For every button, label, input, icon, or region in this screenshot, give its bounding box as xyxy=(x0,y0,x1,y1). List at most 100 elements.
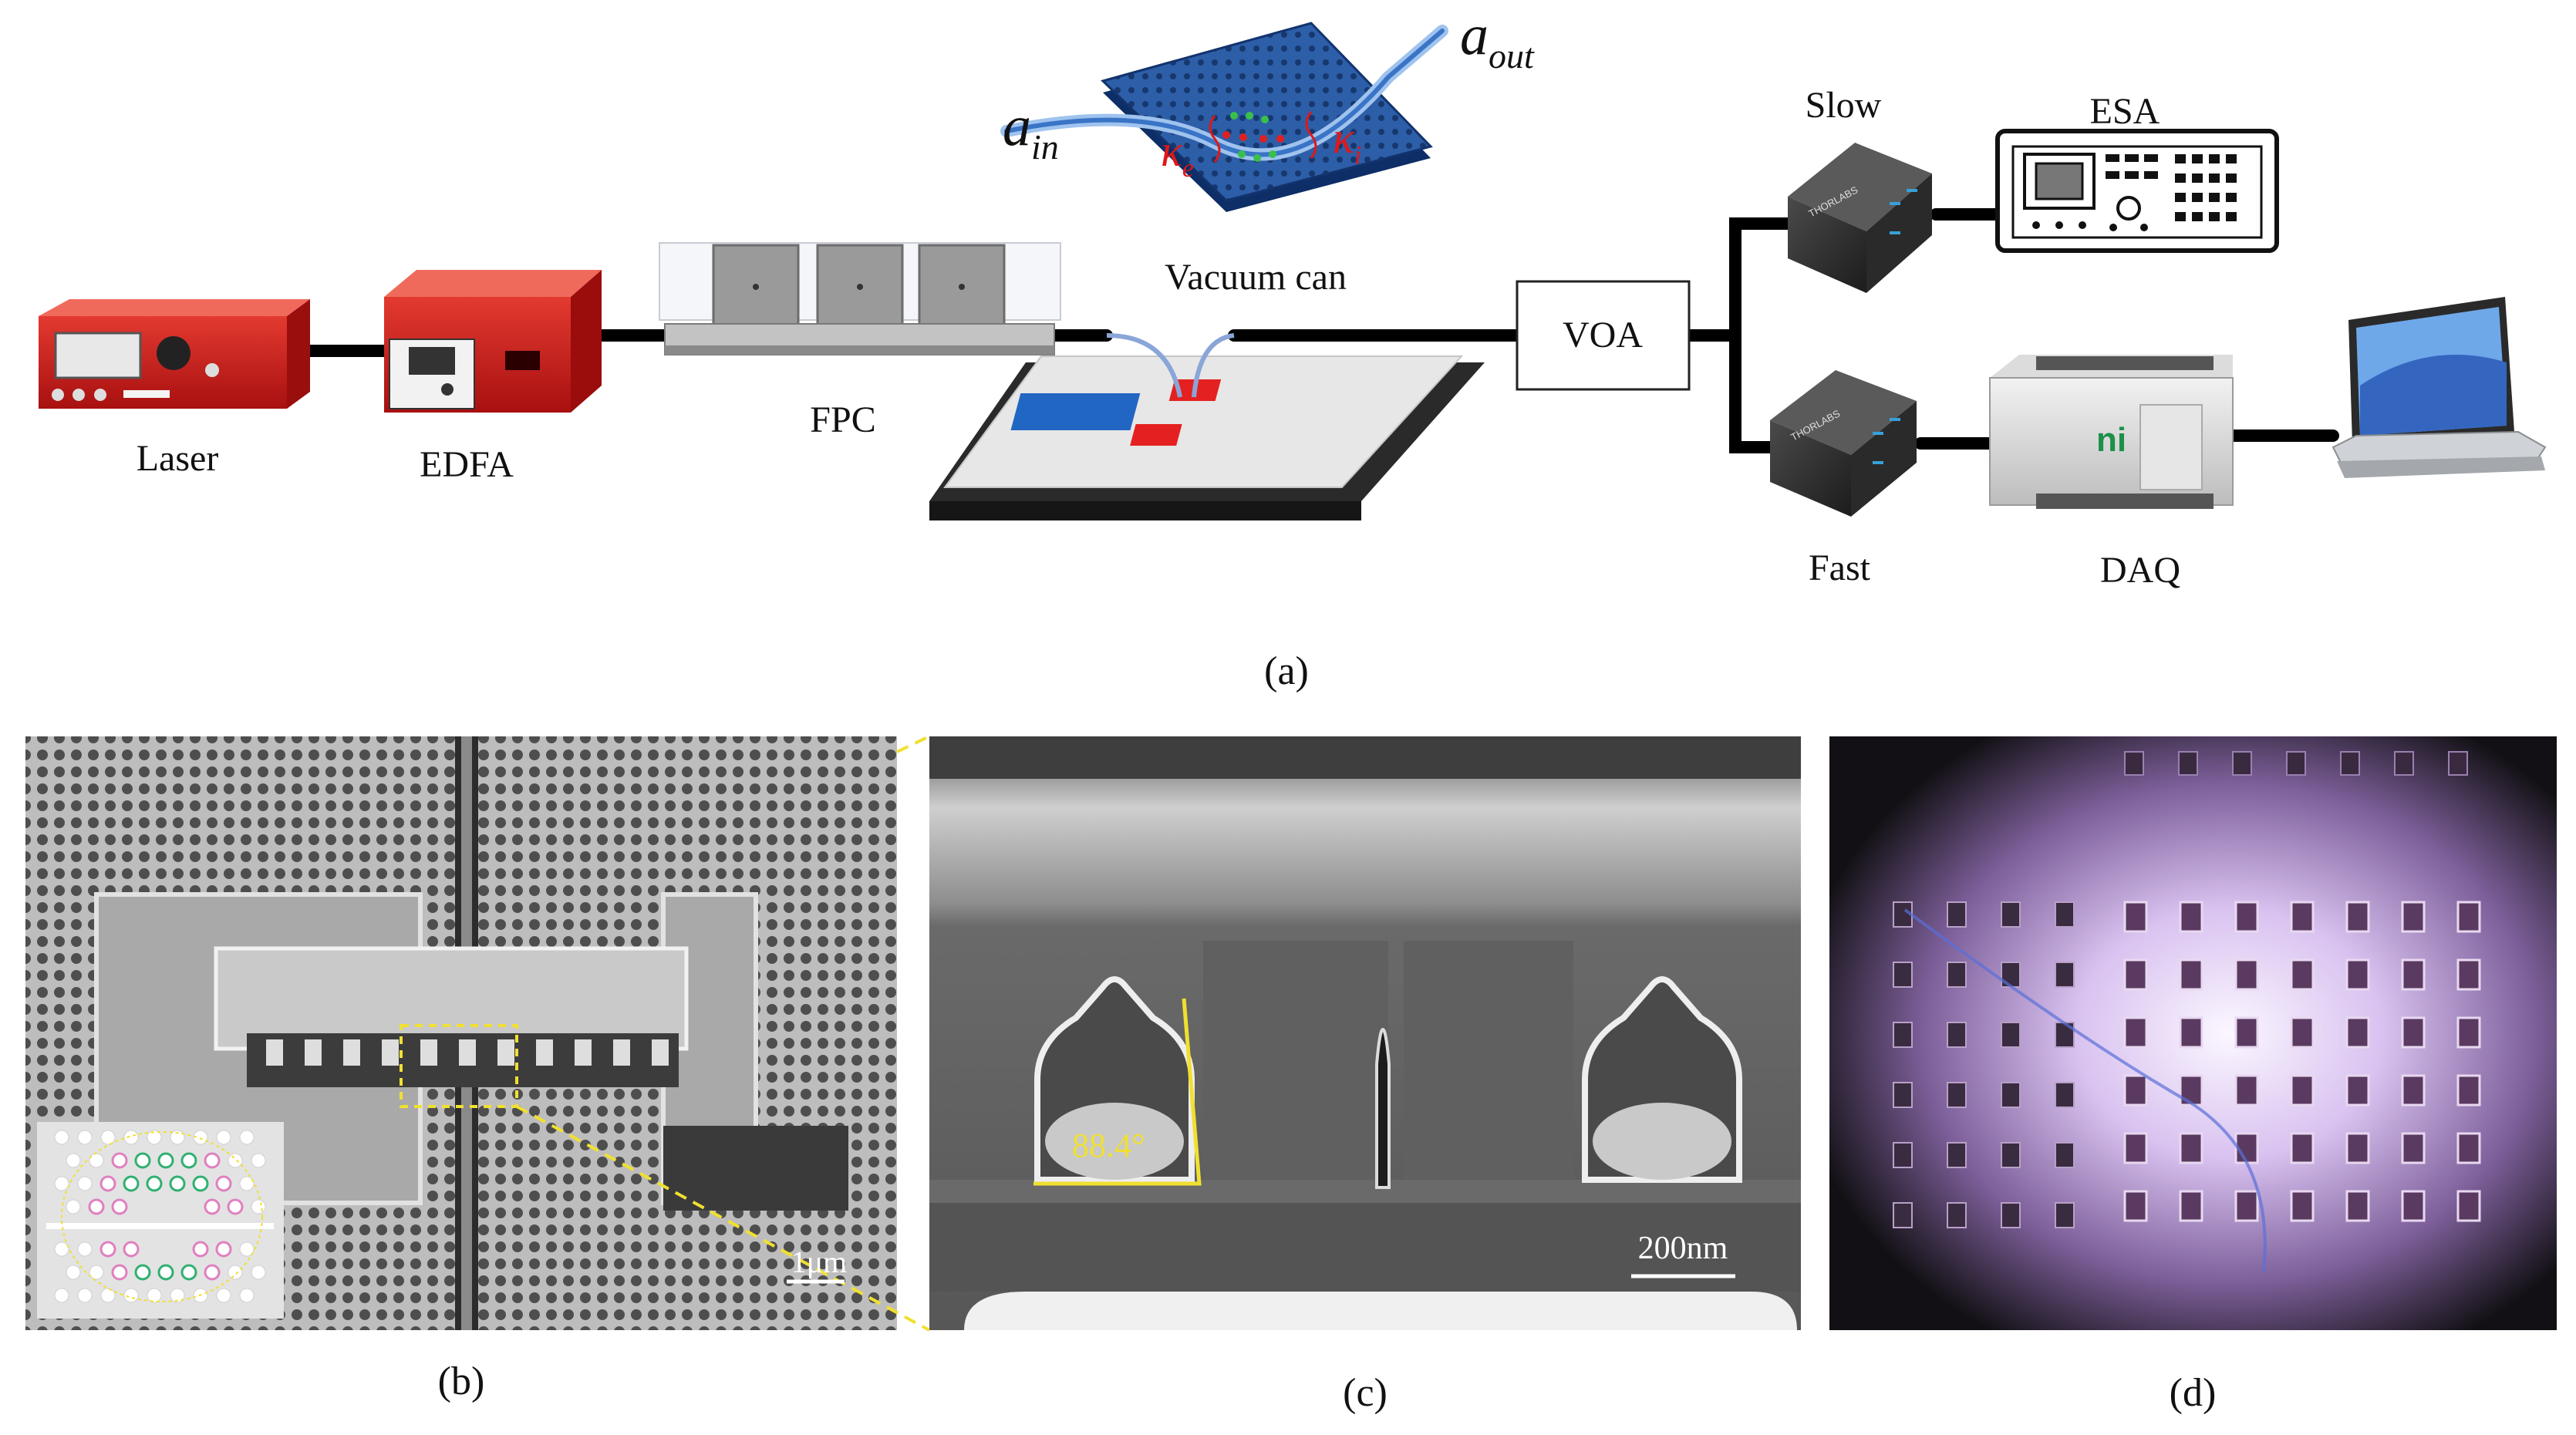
device-cell xyxy=(2123,1132,2148,1164)
device-cell xyxy=(2340,751,2360,776)
device-cell xyxy=(2001,1082,2021,1108)
panel-a: Laser EDFA FPC xyxy=(39,4,2547,693)
laser-instrument xyxy=(39,299,310,409)
label-fast: Fast xyxy=(1809,547,1871,588)
device-cell xyxy=(2055,1082,2075,1108)
device-cell xyxy=(1893,1082,1913,1108)
device-cell xyxy=(2401,901,2426,933)
a-in-symbol: a xyxy=(1003,95,1031,158)
device-cell xyxy=(2456,1074,2481,1107)
device-cell xyxy=(2401,958,2426,991)
device-cell xyxy=(2401,1016,2426,1049)
angle-text: 88.4° xyxy=(1072,1127,1145,1164)
kappa-i-subscript: i xyxy=(1354,141,1361,170)
device-cell xyxy=(2123,901,2148,933)
zoom-line-bottom xyxy=(516,1105,930,1332)
device-cell xyxy=(2123,1190,2148,1222)
device-cell xyxy=(2179,1132,2203,1164)
label-kappa-i: κi xyxy=(1333,113,1361,170)
device-cell xyxy=(1947,1022,1967,1048)
laptop xyxy=(2332,297,2547,478)
device-cell xyxy=(1947,1142,1967,1168)
device-cell xyxy=(2448,751,2468,776)
slow-detector: THORLABS xyxy=(1788,143,1932,293)
a-in-subscript: in xyxy=(1031,127,1059,167)
device-cell xyxy=(2456,901,2481,933)
zoom-line-top xyxy=(896,735,930,753)
device-cell xyxy=(2179,958,2203,991)
device-cell xyxy=(2401,1132,2426,1164)
device-cell xyxy=(2234,1074,2259,1107)
label-vacuum-can: Vacuum can xyxy=(1165,257,1347,298)
panel-b: 1μm (b) xyxy=(25,735,930,1403)
device-cell xyxy=(2179,901,2203,933)
device-cell xyxy=(2232,751,2252,776)
device-cell xyxy=(1893,962,1913,988)
label-esa: ESA xyxy=(2090,91,2160,132)
device-cell xyxy=(2290,958,2315,991)
device-cell xyxy=(2456,1190,2481,1222)
voa-box xyxy=(1516,280,1691,391)
kappa-e-symbol: κ xyxy=(1161,126,1183,176)
device-cell xyxy=(2055,1142,2075,1168)
device-cell xyxy=(2179,1016,2203,1049)
esa-instrument xyxy=(1995,129,2279,253)
device-cell xyxy=(1947,1202,1967,1228)
device-cell xyxy=(2001,1142,2021,1168)
label-fpc: FPC xyxy=(810,399,875,440)
device-cell xyxy=(2290,1132,2315,1164)
a-out-subscript: out xyxy=(1489,36,1535,76)
fiber-split-fast xyxy=(1729,329,1784,453)
angle-lines xyxy=(1033,998,1202,1186)
device-cell xyxy=(2345,958,2370,991)
label-laser: Laser xyxy=(137,438,219,479)
device-cell xyxy=(2290,1074,2315,1107)
device-cell xyxy=(2123,1016,2148,1049)
device-cell xyxy=(1893,1202,1913,1228)
zoom-box xyxy=(400,1024,518,1108)
panel-d: (d) xyxy=(1829,736,2557,1415)
caption-b: (b) xyxy=(438,1359,485,1403)
device-cell xyxy=(2345,1132,2370,1164)
label-daq: DAQ xyxy=(2100,550,2180,591)
device-cell xyxy=(1947,962,1967,988)
daq-instrument: ni xyxy=(1989,355,2234,509)
label-edfa: EDFA xyxy=(420,444,514,485)
device-cell xyxy=(2123,958,2148,991)
device-cell xyxy=(2055,1202,2075,1228)
caption-c: (c) xyxy=(1343,1371,1387,1415)
device-cell xyxy=(2290,901,2315,933)
device-cell xyxy=(2234,901,2259,933)
device-cell xyxy=(1947,1082,1967,1108)
device-cell xyxy=(2179,1190,2203,1222)
device-cell xyxy=(1893,1022,1913,1048)
device-cell xyxy=(2123,1074,2148,1107)
daq-brand: ni xyxy=(2096,421,2126,459)
label-voa: VOA xyxy=(1563,315,1643,355)
device-cell xyxy=(2401,1074,2426,1107)
device-cell xyxy=(2394,751,2414,776)
device-cell xyxy=(2401,1190,2426,1222)
fpc-device xyxy=(659,242,1061,355)
device-cell xyxy=(2345,901,2370,933)
vacuum-can-stage xyxy=(929,333,1485,520)
device-cell xyxy=(2234,1190,2259,1222)
device-cell xyxy=(2456,1016,2481,1049)
label-slow: Slow xyxy=(1806,85,1882,126)
device-inset xyxy=(1000,22,1448,212)
device-cell xyxy=(2456,958,2481,991)
device-cell xyxy=(2345,1190,2370,1222)
device-cell xyxy=(2001,1202,2021,1228)
device-cell xyxy=(2234,958,2259,991)
device-cell xyxy=(2290,1016,2315,1049)
label-a-out: aout xyxy=(1460,4,1535,76)
device-cell xyxy=(2234,1016,2259,1049)
label-a-in: ain xyxy=(1003,95,1059,167)
fiber-voa-split xyxy=(1683,217,1795,342)
device-cell xyxy=(2055,962,2075,988)
device-cell xyxy=(2124,751,2144,776)
caption-d: (d) xyxy=(2170,1371,2217,1415)
device-cell xyxy=(1893,1142,1913,1168)
caption-a: (a) xyxy=(1264,649,1309,693)
